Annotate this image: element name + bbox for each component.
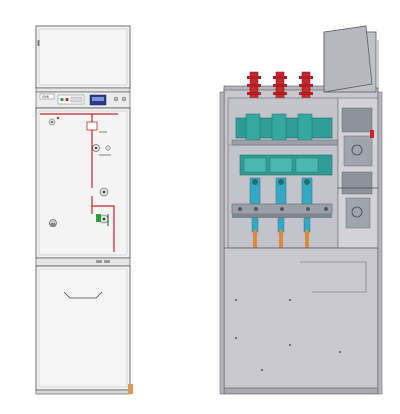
busbar-top-clamp-3 xyxy=(297,113,313,143)
relay-screen xyxy=(92,97,104,101)
bolt-2 xyxy=(254,207,258,211)
nameplate xyxy=(39,93,55,100)
operating-panel-inset xyxy=(38,110,128,256)
control-knob-2 xyxy=(121,96,127,102)
mechanism-spring-1 xyxy=(351,144,363,156)
lv-open-door xyxy=(323,25,373,93)
base-plinth xyxy=(35,389,131,395)
section-base-left xyxy=(219,91,225,395)
hole-1 xyxy=(235,299,237,301)
operating-socket-1-center xyxy=(94,146,98,150)
breaker-symbol xyxy=(86,121,98,131)
position-indicator-1 xyxy=(105,145,111,151)
lv-door-latch xyxy=(37,40,40,46)
lv-door-inset xyxy=(38,28,128,86)
bolt-3 xyxy=(280,207,284,211)
top-strip xyxy=(35,87,131,93)
bolt-4 xyxy=(306,207,310,211)
fuse-holders xyxy=(249,177,313,207)
hole-6 xyxy=(261,369,263,371)
lower-enclosure xyxy=(223,247,379,391)
hole-3 xyxy=(235,337,237,339)
label-tag-1 xyxy=(99,131,107,133)
mechanism-block-2 xyxy=(343,135,373,167)
base-foot xyxy=(128,384,133,394)
rail-marker-1 xyxy=(96,260,102,263)
indicator-lamp-1 xyxy=(60,97,64,102)
padlock-body xyxy=(50,223,56,227)
indicator-readout xyxy=(70,96,83,103)
hole-5 xyxy=(339,351,341,353)
control-knob-1 xyxy=(113,96,119,102)
mechanism-spring-2 xyxy=(351,206,363,218)
switch-unit-cell-2 xyxy=(269,157,293,173)
bolt-1 xyxy=(238,207,242,211)
switch-unit-cell-3 xyxy=(295,157,319,173)
bushings xyxy=(247,71,313,103)
hole-4 xyxy=(289,344,291,346)
section-base xyxy=(223,387,379,395)
front-view: SM6 xyxy=(35,25,133,395)
operating-socket-2-center xyxy=(102,190,106,194)
label-tag-2 xyxy=(99,154,111,156)
indicator-lamp-2 xyxy=(65,97,69,102)
rail-marker-2 xyxy=(104,260,110,263)
mechanism-block-4 xyxy=(345,197,371,229)
section-view xyxy=(219,25,383,395)
busbar-top-bar xyxy=(231,139,339,146)
mechanism-block-3 xyxy=(341,171,373,195)
busbar-top-clamp-1 xyxy=(245,113,261,143)
key-lock-core xyxy=(51,121,53,123)
nameplate-marker xyxy=(56,116,60,120)
lower-cable-slot xyxy=(300,261,367,293)
section-base-right xyxy=(377,91,383,395)
cable-door-inset xyxy=(38,268,128,388)
earth-switch-indicator xyxy=(96,214,101,222)
mimic-diagram xyxy=(40,113,118,252)
bolt-5 xyxy=(324,207,328,211)
support-bar-strip xyxy=(232,214,332,218)
hole-2 xyxy=(289,299,291,301)
earth-blade-1 xyxy=(251,217,259,233)
earth-blade-2 xyxy=(277,217,285,233)
mimic-side-tap xyxy=(92,205,115,252)
operating-panel xyxy=(35,107,131,259)
door-handle xyxy=(63,291,103,299)
middle-rail xyxy=(35,257,131,267)
mechanism-block-1 xyxy=(341,107,373,133)
operating-socket-3-center xyxy=(102,217,106,221)
mechanism-indicator xyxy=(370,130,374,138)
nameplate-text: SM6 xyxy=(42,95,49,99)
earth-blade-3 xyxy=(303,217,311,233)
cable-compartment-door xyxy=(35,265,131,391)
lv-compartment-door xyxy=(35,25,131,89)
switch-unit-cell-1 xyxy=(243,157,267,173)
busbar-top-clamp-2 xyxy=(271,113,287,143)
